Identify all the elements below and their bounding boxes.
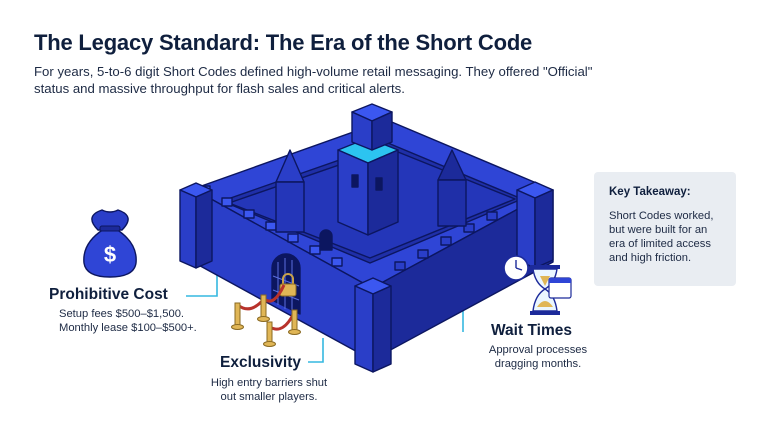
- svg-text:$: $: [104, 242, 116, 267]
- exclusivity-text: High entry barriers shut out smaller pla…: [199, 376, 339, 404]
- page-subtitle: For years, 5-to-6 digit Short Codes defi…: [34, 64, 593, 96]
- exclusivity-title: Exclusivity: [220, 354, 301, 371]
- exclusivity-line-2: out smaller players.: [220, 391, 318, 403]
- money-bag-icon: $: [83, 209, 137, 278]
- castle-illustration: [179, 103, 554, 373]
- key-takeaway-title: Key Takeaway:: [609, 186, 691, 198]
- takeaway-line-2: but were built for an: [609, 224, 708, 236]
- wait-times-text: Approval processes dragging months.: [478, 343, 598, 371]
- wait-times-title: Wait Times: [491, 322, 572, 339]
- velvet-rope: [231, 284, 301, 347]
- cost-leader-line: [186, 271, 218, 297]
- page-title: The Legacy Standard: The Era of the Shor…: [34, 30, 533, 55]
- calendar-icon: [548, 277, 572, 299]
- takeaway-line-3: era of limited access: [609, 238, 711, 250]
- key-takeaway-panel: Key Takeaway: Short Codes worked, but we…: [594, 172, 736, 286]
- wait-line-2: dragging months.: [494, 358, 582, 370]
- prohibitive-cost-title: Prohibitive Cost: [49, 286, 168, 303]
- prohibitive-cost-text: Setup fees $500–$1,500. Monthly lease $1…: [59, 307, 219, 335]
- exclusivity-leader-line: [308, 338, 324, 363]
- cost-line-2: Monthly lease $100–$500+.: [59, 322, 197, 334]
- key-takeaway-text: Short Codes worked, but were built for a…: [609, 209, 724, 265]
- takeaway-line-4: and high friction.: [609, 252, 692, 264]
- cost-line-1: Setup fees $500–$1,500.: [59, 308, 185, 320]
- clock-icon: [503, 255, 529, 281]
- wait-line-1: Approval processes: [488, 344, 588, 356]
- exclusivity-line-1: High entry barriers shut: [210, 377, 328, 389]
- takeaway-line-1: Short Codes worked,: [609, 210, 714, 222]
